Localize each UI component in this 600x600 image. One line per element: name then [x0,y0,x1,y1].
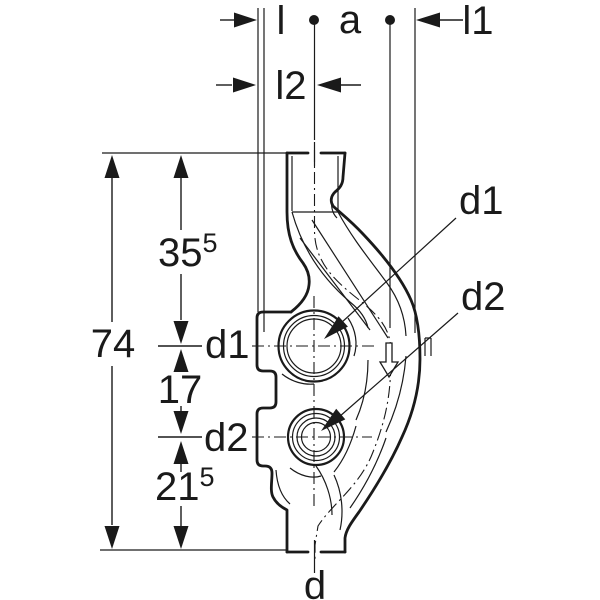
dim-355-base: 35 [158,231,203,275]
dimension-l1: l1 [416,0,494,43]
dimension-a: a [309,0,395,42]
dimension-d2-level: d2 [158,416,249,464]
outlet-d-label: d [304,564,326,600]
chamber-pocket-line [347,317,357,357]
callout-d2-leader [338,312,459,418]
d2-outer-circle [286,407,346,467]
d1-level-arrow-up [173,349,189,372]
dim-355-label: 355 [158,228,218,275]
hook-inner-line [275,469,291,505]
dim-74-label: 74 [91,322,136,366]
chamber-wall-2 [385,355,407,433]
callout-d2-label: d2 [461,275,506,319]
dimension-21-5: 215 [155,462,215,549]
dim-l-label: l [277,0,286,43]
d1-middle-circle [282,314,346,378]
extension-lines [100,8,416,551]
dim-17-label: 17 [158,368,203,412]
dimension-l2: l2 [216,64,361,108]
dim-l-arrowhead [234,12,257,28]
flow-centerline [313,150,392,560]
dim-215-arrow-down [173,526,189,549]
dim-l2-arrowhead-left [317,77,341,93]
housing-left-face [255,310,293,554]
d1-outer-circle [277,309,351,383]
d2-level-arrow-up [173,441,189,464]
bend-cross-line-1 [299,237,371,331]
callout-d1-arrowhead [324,316,348,339]
dimension-d1-level: d1 [158,323,250,372]
dim-355-arrow-up [173,155,189,178]
lower-channel-line-1 [333,474,343,531]
interior-detail-lines [263,156,432,531]
dim-74-arrow-down [104,526,120,549]
socket-bead-line [331,194,338,219]
dim-215-superscript: 5 [200,462,215,492]
port-d2-circles [286,407,346,467]
dim-l1-label: l1 [462,0,493,43]
dimension-74: 74 [91,155,136,549]
d2-level-label: d2 [204,416,249,460]
lower-channel-line-2 [315,465,333,516]
between-ports-arc [281,373,315,385]
dim-17-arrow-down [173,411,189,434]
callout-d2-arrowhead [321,408,346,431]
chamber-wall-3 [333,425,357,473]
callout-d1-label: d1 [459,179,504,223]
callout-d2: d2 [321,275,506,431]
chamber-wall-1 [355,359,369,421]
d2-inner-circle [296,417,336,457]
d2-boss-arc [289,467,322,478]
chamber-wall-4 [349,437,387,509]
dim-355-arrow-down [173,321,189,344]
bend-cross-line-2 [311,219,389,339]
d1-level-label: d1 [205,323,250,367]
d2-middle-circle [291,412,341,462]
dim-215-label: 215 [155,462,215,509]
bend-inner-right [337,211,407,337]
d1-inner-circle [286,318,342,374]
dim-a-dot-right [385,15,395,25]
dimension-l: l [220,0,285,43]
port-d1-circles [277,309,351,383]
callout-d1-leader [340,217,457,324]
dim-a-label: a [339,0,362,42]
dim-355-superscript: 5 [203,228,218,258]
dimension-17: 17 [158,368,203,434]
dim-215-base: 21 [155,465,200,509]
d2-innermost-circle [300,421,332,453]
dim-l2-label: l2 [275,64,306,108]
dim-l2-arrowhead-right [233,77,256,93]
dim-a-dot-left [309,15,319,25]
body-left-edge [285,151,311,314]
callout-d1: d1 [324,179,504,339]
dim-l1-arrowhead [416,12,440,28]
dimension-35-5: 355 [158,155,218,344]
dim-74-arrow-up [104,155,120,178]
